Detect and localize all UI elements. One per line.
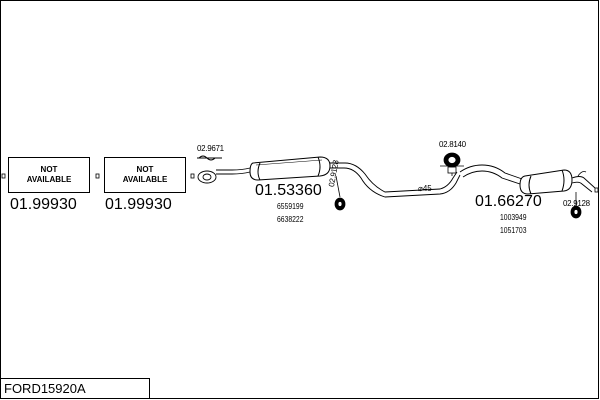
middle-muffler-icon [249, 156, 331, 181]
rear-muffler-number: 01.66270 [475, 193, 542, 210]
oem-number: 1051703 [500, 226, 527, 235]
left-connector-marker-2 [95, 173, 100, 179]
gasket-front-number: 02.9671 [197, 144, 224, 153]
left-part-2-number: 01.99930 [105, 196, 172, 213]
not-available-line1: NOT [136, 165, 154, 174]
oem-number: 1003949 [500, 213, 527, 222]
not-available-line1: NOT [40, 165, 58, 174]
rear-muffler-oem-numbers: 1003949 1051703 [500, 212, 526, 236]
tail-pipe [571, 176, 596, 193]
not-available-line2: AVAILABLE [122, 175, 168, 184]
diagram-title: FORD15920A [4, 381, 86, 396]
clamp-rear-icon [440, 152, 464, 176]
middle-muffler-number: 01.53360 [255, 182, 322, 199]
gasket-front-icon [197, 155, 222, 184]
front-pipe [216, 166, 256, 175]
rear-connector-marker [594, 187, 599, 193]
oem-number: 6559199 [277, 202, 304, 211]
not-available-box-2: NOT AVAILABLE [104, 157, 186, 193]
middle-muffler-oem-numbers: 6559199 6638222 [277, 201, 303, 225]
hanger-rear-number: 02.9128 [563, 199, 590, 208]
not-available-line2: AVAILABLE [26, 175, 72, 184]
left-connector-marker-1 [1, 173, 6, 179]
hanger-rear-icon [570, 192, 582, 219]
diagram-title-box: FORD15920A [0, 378, 150, 399]
oem-number: 6638222 [277, 215, 304, 224]
rear-pipe [459, 164, 526, 186]
middle-pipe [330, 162, 461, 198]
pipe-diameter-label: ⌀45 [418, 184, 432, 193]
rear-muffler-icon [519, 169, 573, 195]
left-connector-marker-3 [190, 173, 195, 179]
hanger-middle-icon [334, 175, 346, 211]
tail-bend [577, 171, 587, 177]
left-part-1-number: 01.99930 [10, 196, 77, 213]
clamp-rear-number: 02.8140 [439, 140, 466, 149]
not-available-box-1: NOT AVAILABLE [8, 157, 90, 193]
